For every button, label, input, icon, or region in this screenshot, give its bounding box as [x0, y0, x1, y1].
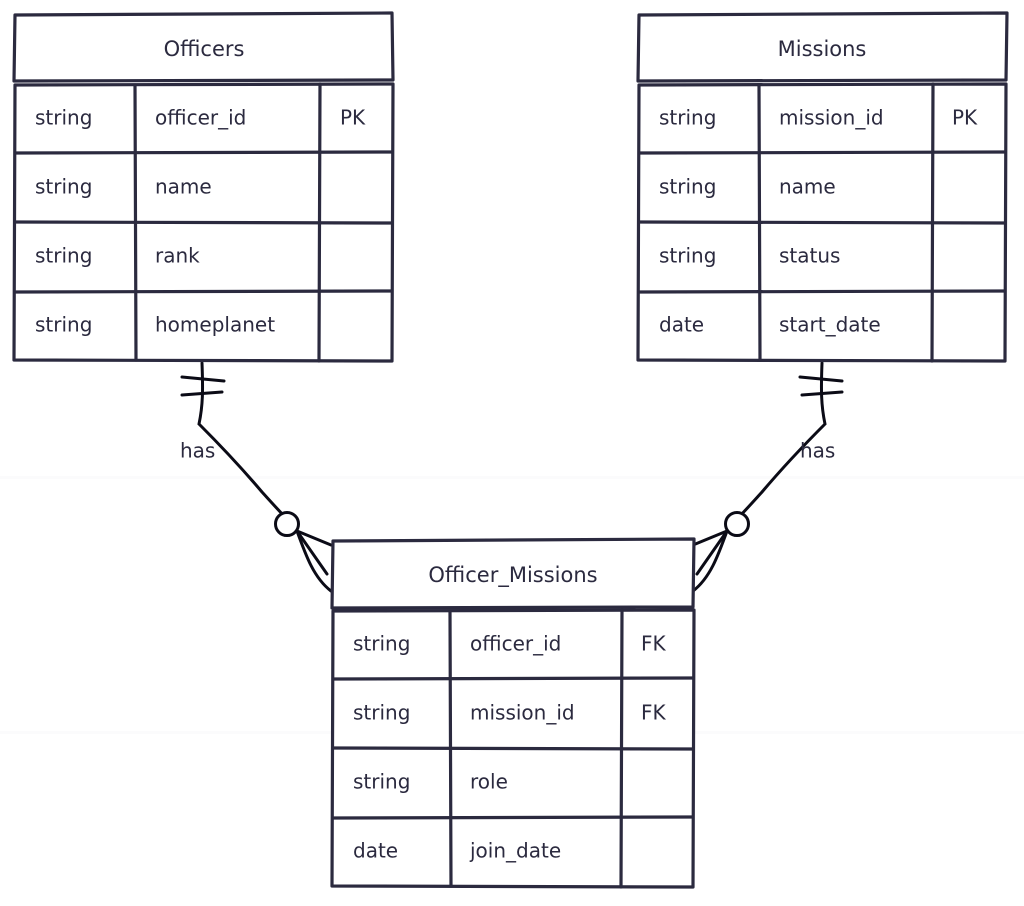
- attribute-name: name: [155, 175, 212, 199]
- attribute-name: officer_id: [155, 106, 246, 130]
- row-divider: [14, 150, 394, 155]
- attribute-type: date: [659, 313, 704, 337]
- crowsfoot-prong-bottom-icon: [295, 529, 333, 593]
- attribute-row[interactable]: date start_date: [659, 313, 881, 337]
- exactly-one-tick-outer-icon: [798, 375, 844, 383]
- column-divider-type: [133, 83, 138, 362]
- attribute-type: string: [353, 632, 410, 656]
- attribute-row[interactable]: string mission_id FK: [353, 701, 667, 725]
- column-divider-key: [619, 608, 624, 889]
- exactly-one-tick-outer-icon: [180, 375, 226, 383]
- entity-title: Officers: [164, 37, 245, 61]
- row-divider: [13, 220, 394, 225]
- zero-circle-icon: [274, 511, 300, 537]
- row-divider: [638, 289, 1006, 294]
- entity-header-box: [330, 537, 696, 610]
- attribute-type: string: [35, 175, 92, 199]
- attribute-type: string: [659, 244, 716, 268]
- attribute-name: role: [470, 770, 508, 794]
- attribute-type: string: [353, 770, 410, 794]
- attribute-type: string: [353, 701, 410, 725]
- relationship-label-right: has: [800, 439, 835, 463]
- attribute-name: name: [779, 175, 836, 199]
- row-divider: [638, 150, 1007, 155]
- crowsfoot-prong-bottom-icon: [691, 529, 729, 593]
- attribute-name: join_date: [469, 839, 561, 863]
- relationship-label-left: has: [180, 439, 215, 463]
- attribute-key: PK: [340, 106, 366, 130]
- attribute-name: homeplanet: [155, 313, 275, 337]
- relationship-officers-has-officer-missions[interactable]: has: [180, 361, 333, 593]
- attribute-type: string: [35, 106, 92, 130]
- exactly-one-tick-inner-icon: [180, 390, 224, 397]
- relationship-missions-has-officer-missions[interactable]: has: [691, 361, 844, 593]
- column-divider-type: [757, 83, 762, 362]
- entity-title: Officer_Missions: [428, 563, 597, 588]
- entity-title: Missions: [778, 37, 867, 61]
- attribute-row[interactable]: string name: [35, 175, 212, 199]
- entity-officer-missions[interactable]: Officer_Missions string officer_id FK st…: [330, 537, 696, 889]
- attribute-row[interactable]: string mission_id PK: [659, 106, 978, 130]
- entity-header-box: [636, 11, 1009, 83]
- crowsfoot-prong-mid-icon: [295, 529, 329, 576]
- row-divider: [14, 289, 393, 294]
- row-divider: [637, 220, 1007, 225]
- attribute-row[interactable]: string role: [353, 770, 508, 794]
- relationship-line: [734, 361, 827, 522]
- column-divider-type: [448, 609, 453, 888]
- background-band: [0, 476, 1024, 479]
- attribute-row[interactable]: string status: [659, 244, 840, 268]
- exactly-one-tick-inner-icon: [800, 390, 844, 397]
- attribute-row[interactable]: string officer_id FK: [353, 632, 667, 656]
- attribute-name: status: [779, 244, 840, 268]
- attribute-row[interactable]: string officer_id PK: [35, 106, 366, 130]
- row-divider: [332, 676, 695, 681]
- relationship-line: [197, 361, 290, 522]
- attribute-name: start_date: [779, 313, 881, 337]
- attribute-name: mission_id: [779, 106, 884, 130]
- entity-header-box: [12, 11, 395, 83]
- row-divider: [332, 815, 694, 820]
- attribute-type: string: [659, 106, 716, 130]
- crowsfoot-prong-top-icon: [691, 529, 729, 547]
- row-divider: [331, 746, 695, 751]
- attribute-row[interactable]: string homeplanet: [35, 313, 275, 337]
- attribute-row[interactable]: string name: [659, 175, 836, 199]
- attribute-row[interactable]: date join_date: [353, 839, 561, 863]
- zero-circle-icon: [724, 511, 750, 537]
- attribute-name: mission_id: [470, 701, 575, 725]
- attribute-name: rank: [155, 244, 200, 268]
- crowsfoot-prong-top-icon: [295, 529, 333, 547]
- crowsfoot-prong-mid-icon: [695, 529, 729, 576]
- attribute-key: PK: [952, 106, 978, 130]
- entity-missions[interactable]: Missions string mission_id PK string nam…: [636, 11, 1009, 363]
- attribute-row[interactable]: string rank: [35, 244, 200, 268]
- attribute-type: string: [35, 244, 92, 268]
- column-divider-key: [930, 82, 935, 363]
- attribute-type: string: [35, 313, 92, 337]
- attribute-key: FK: [641, 632, 667, 656]
- attribute-name: officer_id: [470, 632, 561, 656]
- entity-officers[interactable]: Officers string officer_id PK string nam…: [12, 11, 395, 363]
- column-divider-key: [317, 82, 322, 363]
- attribute-key: FK: [641, 701, 667, 725]
- attribute-type: string: [659, 175, 716, 199]
- attribute-type: date: [353, 839, 398, 863]
